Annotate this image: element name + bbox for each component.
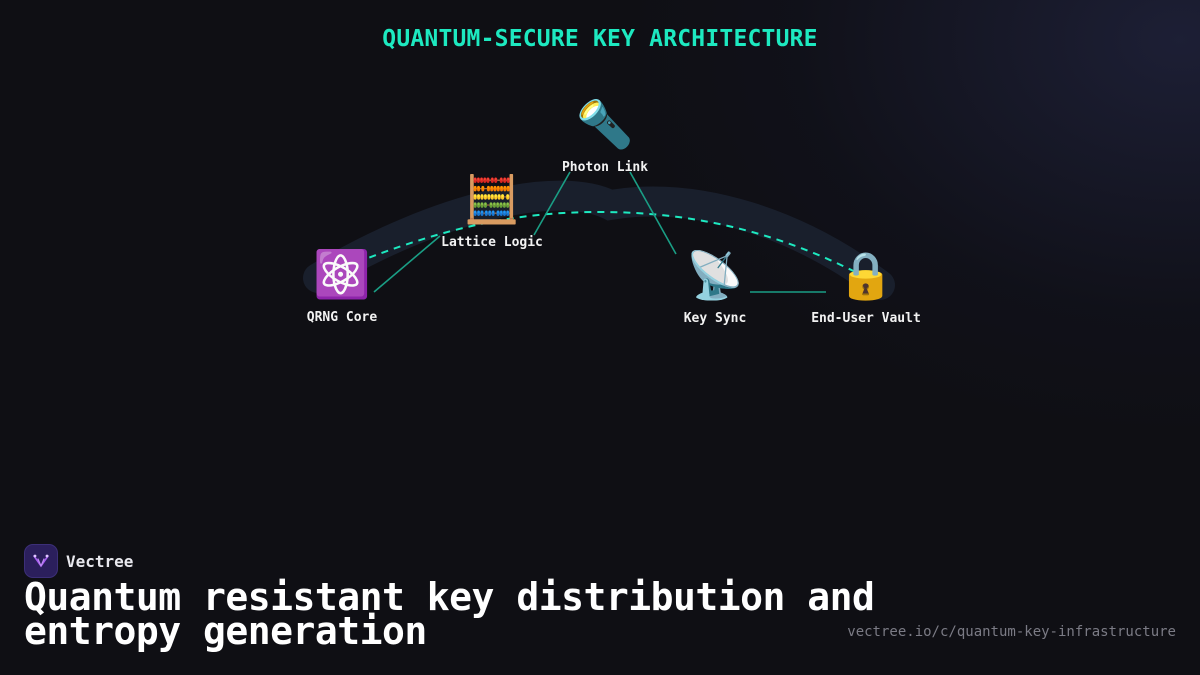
flashlight-icon: 🔦 (576, 97, 634, 151)
brand[interactable]: Vectree (24, 544, 133, 578)
node-end-user-vault: 🔒 End-User Vault (776, 247, 956, 326)
connector-photon-keysync (629, 171, 677, 255)
satellite-dish-icon: 📡 (686, 248, 744, 302)
node-label: Photon Link (561, 160, 649, 175)
node-lattice-logic: 🧮 Lattice Logic (402, 171, 582, 250)
headline: Quantum resistant key distribution and e… (24, 575, 875, 653)
flow-arc-dashed (344, 210, 881, 286)
node-label: Key Sync (683, 311, 747, 326)
node-qrng-core: ⚛️ QRNG Core (252, 246, 432, 325)
node-label: QRNG Core (306, 310, 378, 325)
node-key-sync: 📡 Key Sync (625, 247, 805, 326)
source-url[interactable]: vectree.io/c/quantum-key-infrastructure (847, 624, 1176, 640)
atom-icon: ⚛️ (313, 247, 371, 301)
diagram-title: QUANTUM-SECURE KEY ARCHITECTURE (382, 26, 818, 52)
connector-qrng-lattice (373, 235, 441, 293)
abacus-icon: 🧮 (463, 172, 521, 226)
arc-band (303, 180, 895, 300)
brand-name: Vectree (66, 551, 134, 571)
lock-icon: 🔒 (837, 248, 895, 302)
connector-lattice-photon (533, 171, 571, 236)
vectree-logo-icon (24, 544, 58, 578)
node-label: Lattice Logic (441, 235, 543, 250)
node-label: End-User Vault (811, 311, 921, 326)
node-photon-link: 🔦 Photon Link (515, 96, 695, 175)
